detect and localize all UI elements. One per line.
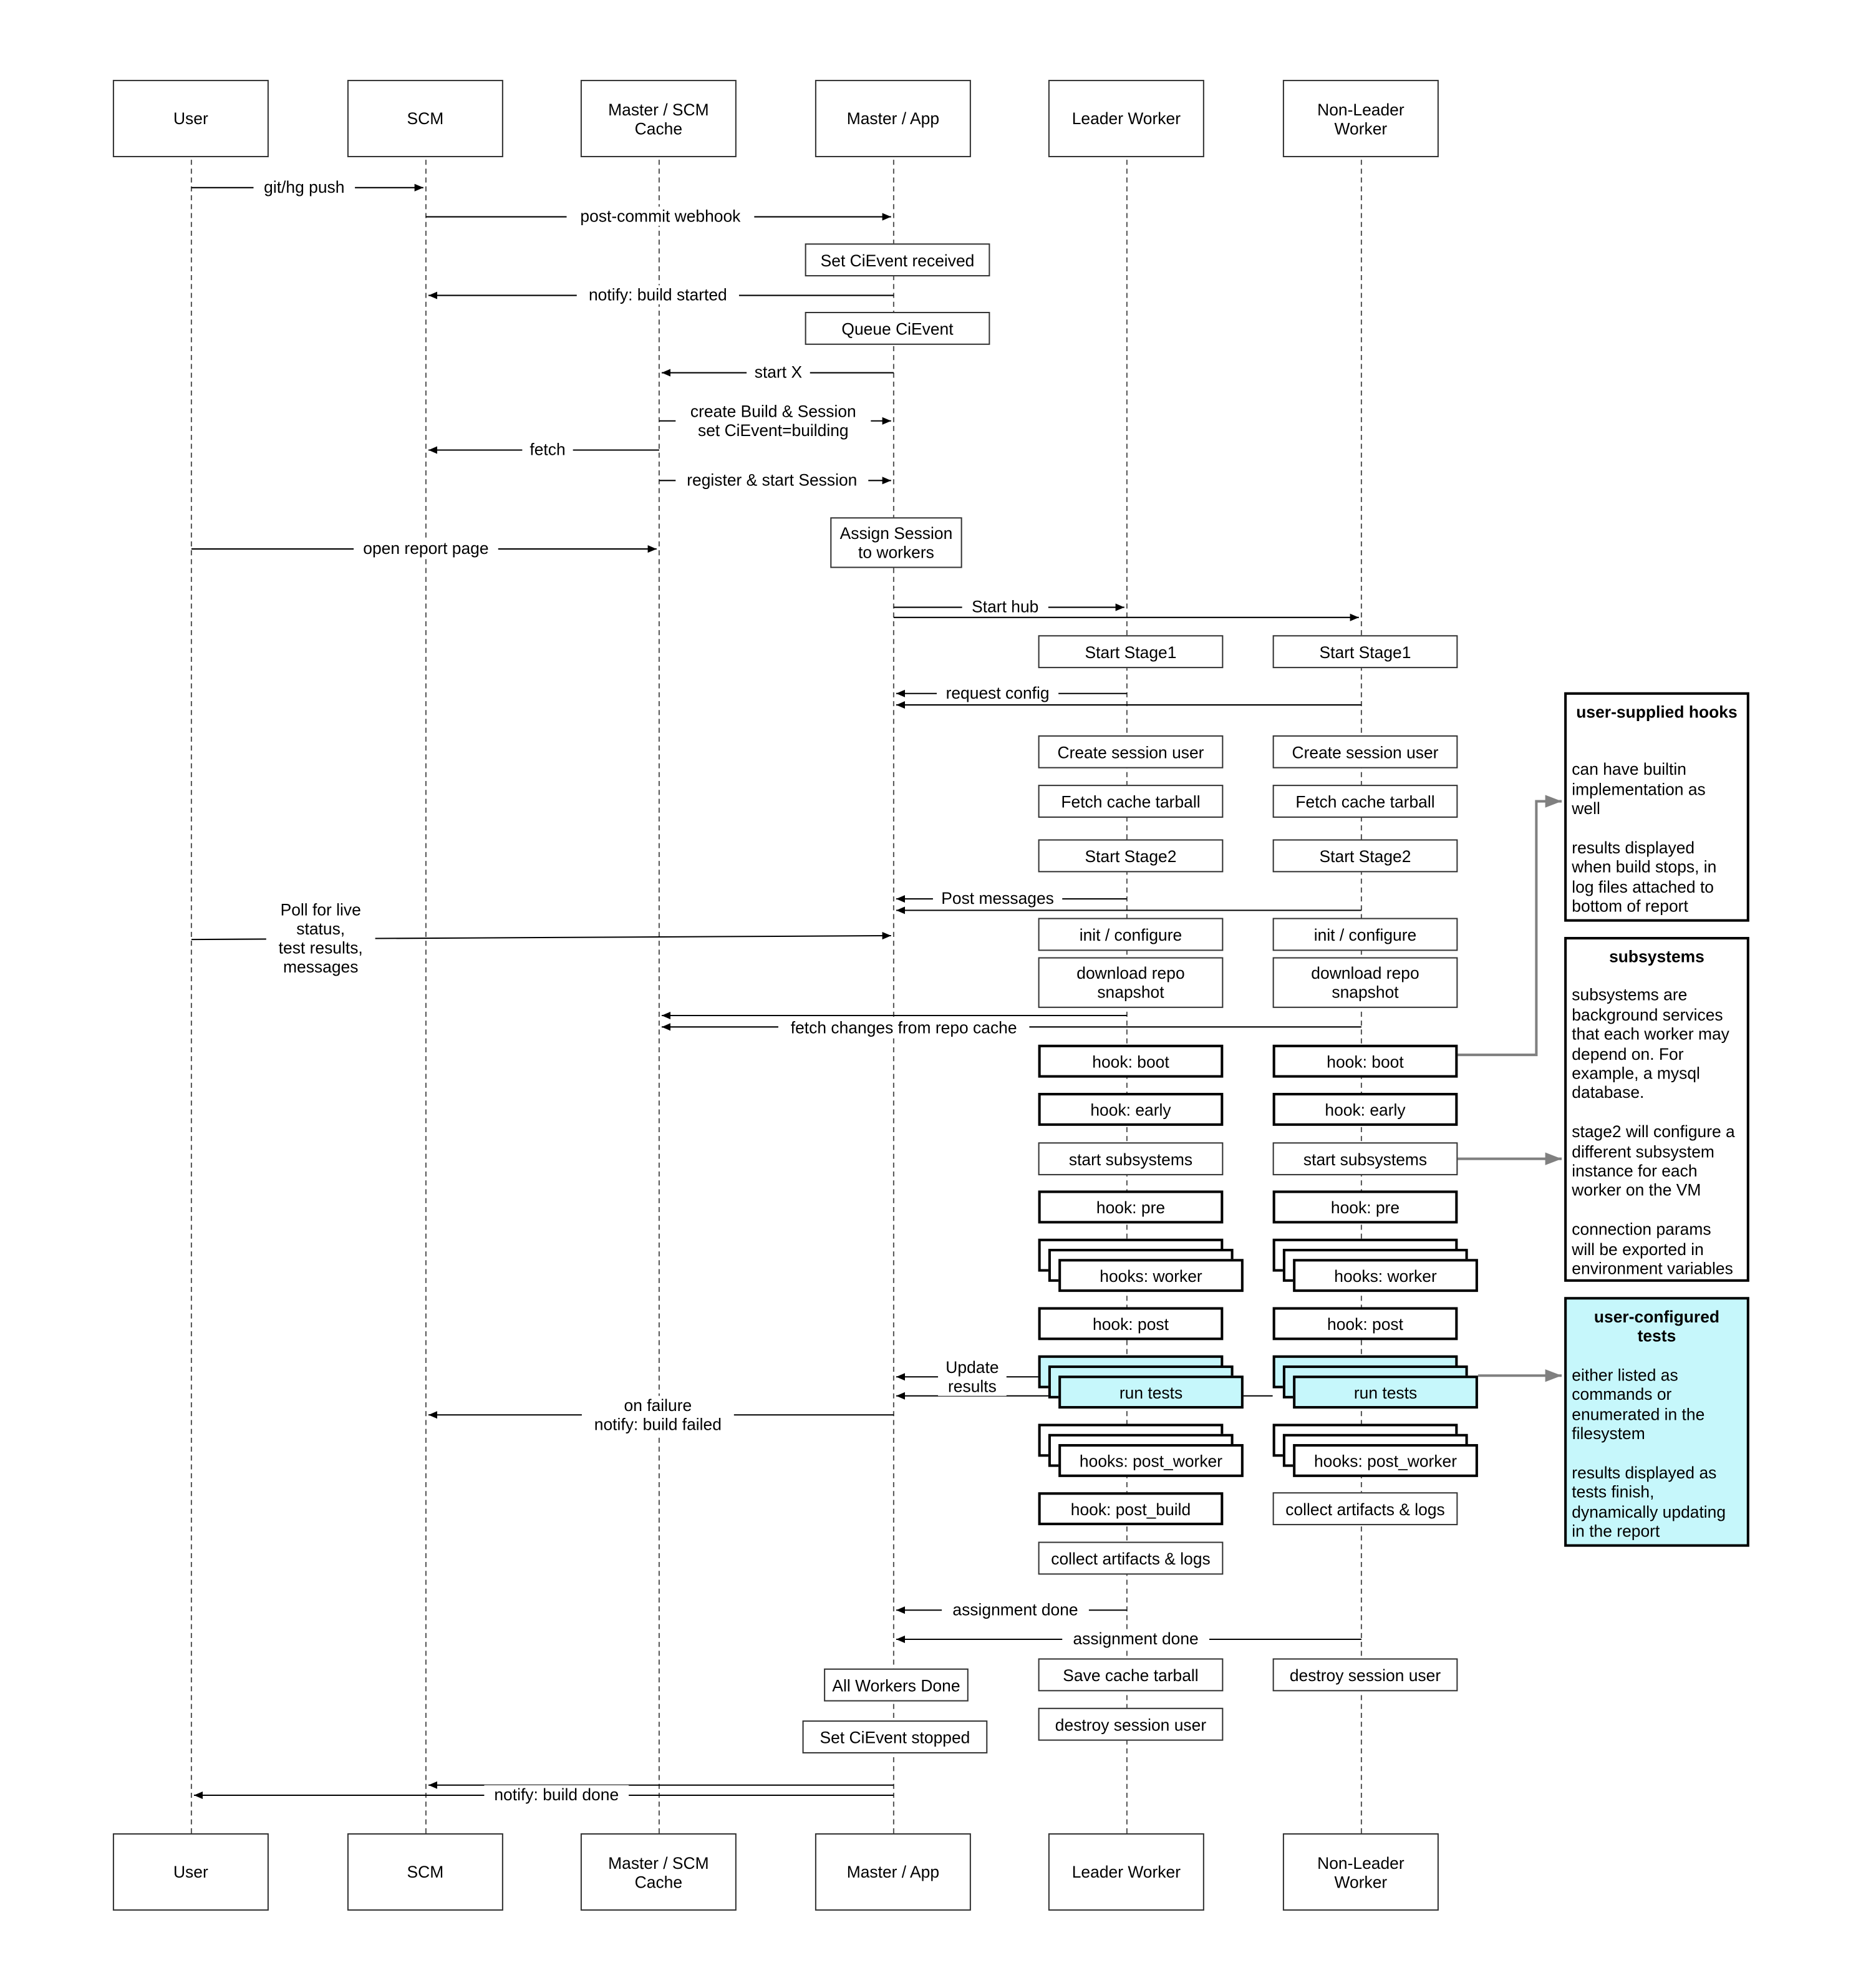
- participant-app-bottom: Master / App: [815, 1833, 971, 1911]
- side-note-hooks: user-supplied hooks can have builtin imp…: [1564, 692, 1749, 922]
- leader-hooks-worker: hooks: worker: [1038, 1238, 1244, 1292]
- label-push: git/hg push: [253, 177, 355, 197]
- leader-hook-pre: hook: pre: [1038, 1190, 1224, 1224]
- nonleader-start-subsystems: start subsystems: [1272, 1142, 1458, 1176]
- side-note-hooks-body: can have builtin implementation as well …: [1572, 760, 1717, 916]
- leader-hooks-post-worker: hooks: post_worker: [1038, 1423, 1244, 1477]
- side-note-subsystems-title: subsystems: [1609, 947, 1704, 966]
- participant-user-top: User: [112, 80, 269, 158]
- leader-hook-post-build: hook: post_build: [1038, 1492, 1224, 1526]
- leader-create-user: Create session user: [1038, 735, 1224, 769]
- nonleader-collect: collect artifacts & logs: [1272, 1492, 1458, 1526]
- leader-hook-early: hook: early: [1038, 1093, 1224, 1126]
- label-webhook: post-commit webhook: [566, 206, 755, 226]
- nonleader-hook-pre: hook: pre: [1272, 1190, 1458, 1224]
- label-fetch-changes: fetch changes from repo cache: [778, 1018, 1030, 1037]
- side-note-hooks-title: user-supplied hooks: [1576, 702, 1738, 722]
- label-post-messages: Post messages: [932, 888, 1063, 908]
- label-create-build: create Build & Session set CiEvent=build…: [675, 402, 871, 440]
- label-poll: Poll for live status, test results, mess…: [266, 900, 375, 977]
- note-set-stopped: Set CiEvent stopped: [802, 1720, 988, 1753]
- nonleader-hook-boot: hook: boot: [1272, 1044, 1458, 1078]
- connector-hooks: [1458, 795, 1562, 1057]
- participant-user-bottom: User: [112, 1833, 269, 1911]
- side-note-subsystems: subsystems subsystems are background ser…: [1564, 937, 1749, 1282]
- side-note-subsystems-body: subsystems are background services that …: [1572, 986, 1735, 1278]
- label-start-hub: Start hub: [962, 597, 1048, 616]
- label-notify-started: notify: build started: [576, 285, 739, 304]
- participant-leader-bottom: Leader Worker: [1048, 1833, 1204, 1911]
- nonleader-hooks-post-worker-label: hooks: post_worker: [1293, 1444, 1478, 1477]
- participant-app-top: Master / App: [815, 80, 971, 158]
- nonleader-hooks-worker-label: hooks: worker: [1293, 1259, 1478, 1292]
- nonleader-stage1: Start Stage1: [1272, 635, 1458, 669]
- leader-hook-post: hook: post: [1038, 1307, 1224, 1341]
- leader-download: download repo snapshot: [1038, 957, 1224, 1008]
- leader-save-tarball: Save cache tarball: [1038, 1658, 1224, 1692]
- nonleader-hook-post: hook: post: [1272, 1307, 1458, 1341]
- participant-nonleader-top: Non-Leader Worker: [1282, 80, 1439, 158]
- nonleader-destroy-user: destroy session user: [1272, 1658, 1458, 1692]
- leader-run-tests: run tests: [1038, 1355, 1244, 1409]
- nonleader-hook-early: hook: early: [1272, 1093, 1458, 1126]
- nonleader-fetch-tarball: Fetch cache tarball: [1272, 785, 1458, 818]
- leader-stage1: Start Stage1: [1038, 635, 1224, 669]
- participant-scm-cache-bottom: Master / SCM Cache: [580, 1833, 737, 1911]
- participant-leader-top: Leader Worker: [1048, 80, 1204, 158]
- label-update-results: Update results: [938, 1357, 1007, 1396]
- note-set-received: Set CiEvent received: [805, 243, 990, 277]
- leader-hooks-worker-label: hooks: worker: [1058, 1259, 1244, 1292]
- label-request-config: request config: [937, 683, 1059, 703]
- nonleader-init: init / configure: [1272, 918, 1458, 951]
- side-note-tests-body: either listed as commands or enumerated …: [1572, 1365, 1726, 1541]
- label-start-x: start X: [747, 362, 810, 382]
- leader-start-subsystems: start subsystems: [1038, 1142, 1224, 1176]
- nonleader-hooks-worker: hooks: worker: [1272, 1238, 1478, 1292]
- participant-scm-top: SCM: [347, 80, 503, 158]
- label-assignment-done-leader: assignment done: [942, 1600, 1089, 1619]
- participant-scm-cache-top: Master / SCM Cache: [580, 80, 737, 158]
- leader-init: init / configure: [1038, 918, 1224, 951]
- note-queue: Queue CiEvent: [805, 311, 990, 345]
- leader-fetch-tarball: Fetch cache tarball: [1038, 785, 1224, 818]
- nonleader-stage2: Start Stage2: [1272, 839, 1458, 873]
- participant-scm-bottom: SCM: [347, 1833, 503, 1911]
- leader-run-tests-label: run tests: [1058, 1375, 1244, 1409]
- note-assign: Assign Session to workers: [830, 517, 962, 568]
- leader-hook-boot: hook: boot: [1038, 1044, 1224, 1078]
- side-connectors: [1458, 795, 1562, 1382]
- leader-stage2: Start Stage2: [1038, 839, 1224, 873]
- label-open-report: open report page: [354, 538, 498, 558]
- leader-hooks-post-worker-label: hooks: post_worker: [1058, 1444, 1244, 1477]
- participant-nonleader-bottom: Non-Leader Worker: [1282, 1833, 1439, 1911]
- label-on-failure: on failure notify: build failed: [581, 1395, 734, 1434]
- nonleader-create-user: Create session user: [1272, 735, 1458, 769]
- label-fetch: fetch: [522, 440, 573, 459]
- note-all-done: All Workers Done: [824, 1668, 969, 1702]
- nonleader-run-tests-label: run tests: [1293, 1375, 1478, 1409]
- leader-destroy-user: destroy session user: [1038, 1707, 1224, 1741]
- label-register: register & start Session: [675, 470, 869, 490]
- nonleader-hooks-post-worker: hooks: post_worker: [1272, 1423, 1478, 1477]
- label-assignment-done-nonleader: assignment done: [1062, 1629, 1210, 1649]
- label-notify-done: notify: build done: [484, 1785, 629, 1805]
- side-note-tests-title: user-configured tests: [1593, 1307, 1720, 1346]
- leader-collect: collect artifacts & logs: [1038, 1541, 1224, 1575]
- nonleader-run-tests: run tests: [1272, 1355, 1478, 1409]
- side-note-tests: user-configured tests either listed as c…: [1564, 1297, 1749, 1547]
- nonleader-download: download repo snapshot: [1272, 957, 1458, 1008]
